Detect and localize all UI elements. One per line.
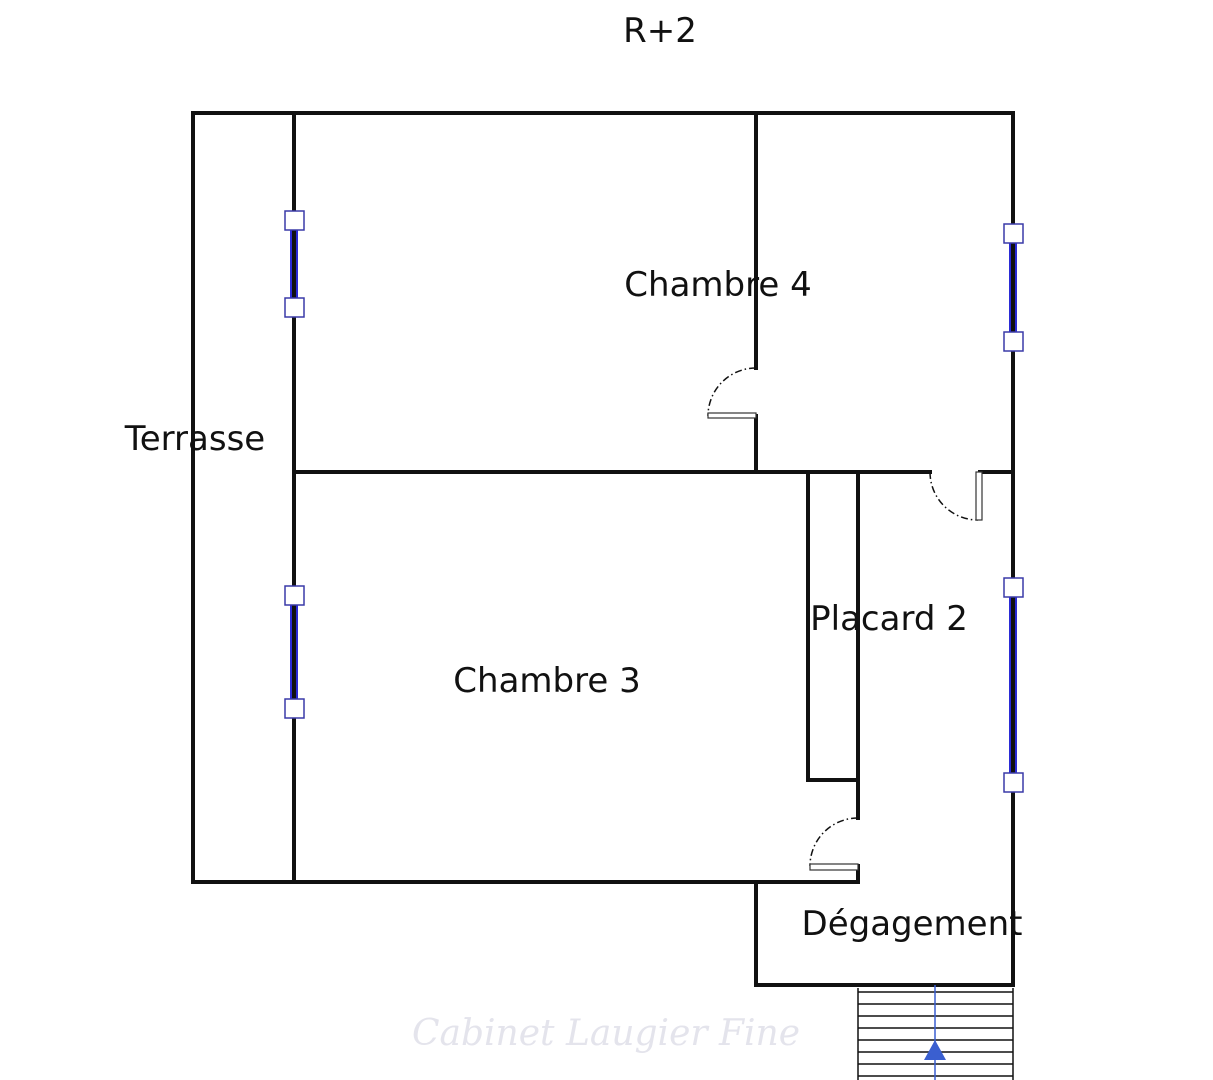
- room-label-terrasse: Terrasse: [124, 419, 265, 459]
- room-label-chambre3: Chambre 3: [453, 661, 640, 701]
- watermark: Cabinet Laugier Fine: [412, 1013, 800, 1054]
- window-chambre4-right: [1003, 223, 1024, 352]
- door-degagement-top: [929, 471, 983, 521]
- walls: [191, 111, 1015, 987]
- room-label-degagement: Dégagement: [802, 904, 1023, 944]
- door-chambre3: [809, 817, 859, 871]
- staircase: [857, 985, 1014, 1080]
- windows: [284, 210, 1024, 793]
- door-chambre4: [707, 367, 757, 419]
- doors: [707, 367, 983, 871]
- stair-arrow-head-icon: [924, 1040, 946, 1060]
- window-degagement-right: [1003, 577, 1024, 793]
- window-terrasse-lower: [284, 585, 305, 719]
- room-label-placard2: Placard 2: [810, 599, 968, 639]
- room-label-chambre4: Chambre 4: [624, 265, 811, 305]
- window-terrasse-upper: [284, 210, 305, 318]
- floor-title: R+2: [623, 11, 697, 51]
